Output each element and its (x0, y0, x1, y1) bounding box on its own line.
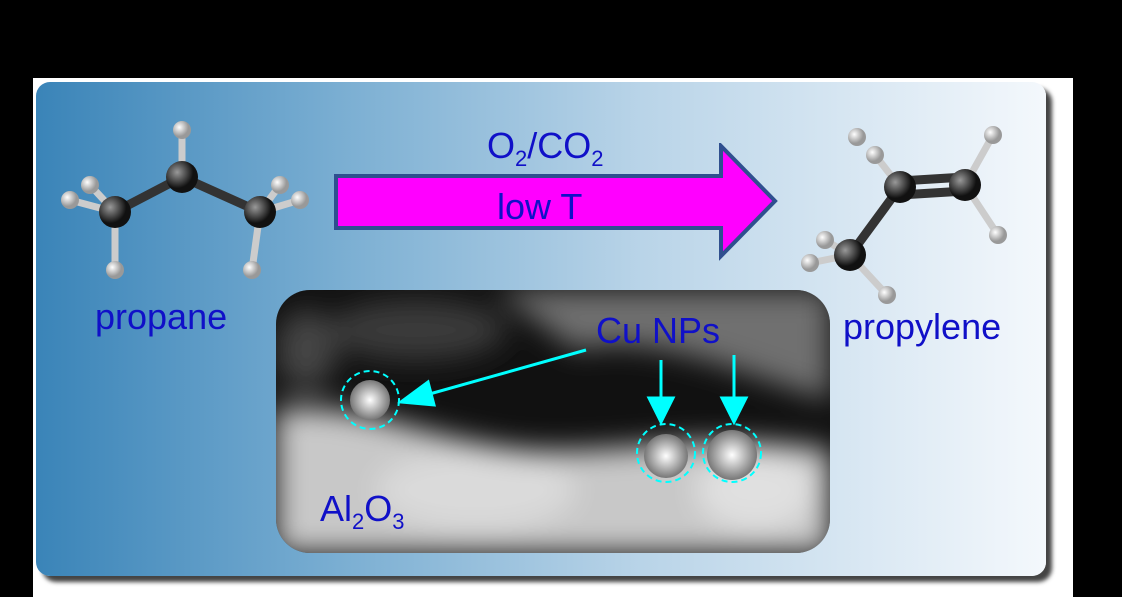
reaction-arrow (334, 143, 778, 261)
support-label: Al2O3 (320, 488, 405, 535)
nanoparticle-marker (702, 423, 762, 483)
nanoparticle-marker (340, 370, 400, 430)
nanoparticle-marker (636, 423, 696, 483)
propylene-label: propylene (843, 306, 1002, 347)
stem-image (276, 290, 830, 553)
propane-molecule (61, 121, 309, 279)
propylene-molecule (801, 126, 1007, 304)
reaction-conditions-temperature: low T (497, 186, 583, 227)
microscopy-inset: Cu NPs Al2O3 (276, 290, 830, 553)
reaction-conditions-gas: O2/CO2 (487, 125, 604, 172)
propane-label: propane (95, 296, 228, 337)
cu-nps-label: Cu NPs (596, 310, 721, 351)
